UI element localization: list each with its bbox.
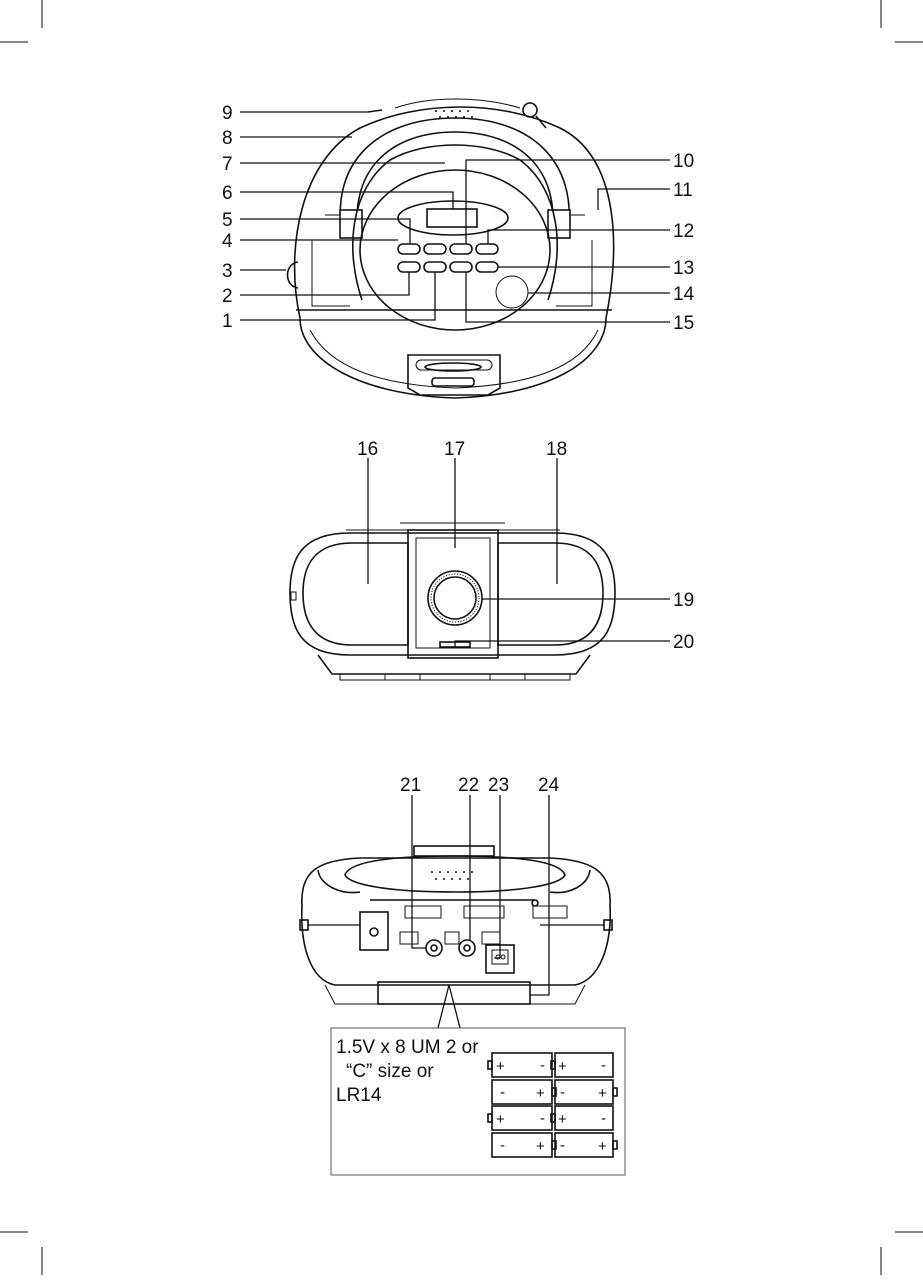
top-callout-labels: 16 17 18 19 20 <box>357 439 694 653</box>
top-view-illustration <box>289 522 616 681</box>
top-leader-lines <box>367 458 670 648</box>
callout-18: 18 <box>546 439 567 460</box>
button-row-top <box>397 243 499 255</box>
callout-1: 1 <box>222 311 233 332</box>
back-view-illustration <box>299 845 613 1005</box>
front-view-illustration <box>286 98 615 399</box>
callout-20: 20 <box>673 632 694 653</box>
callout-4: 4 <box>222 231 233 252</box>
top-grill-dots <box>435 110 473 118</box>
battery-3-minus: - <box>500 1084 505 1101</box>
battery-note-line2: “C” size or <box>346 1061 434 1082</box>
callout-6: 6 <box>222 183 233 204</box>
callout-2: 2 <box>222 286 233 307</box>
button-row-bottom <box>397 261 499 273</box>
battery-6-minus: - <box>601 1110 606 1127</box>
front-leader-lines <box>240 111 670 323</box>
battery-note-line3: LR14 <box>336 1085 382 1106</box>
callout-23: 23 <box>488 775 509 796</box>
vents <box>399 905 568 945</box>
front-callout-labels: 9 8 7 6 5 4 3 2 1 10 11 12 13 14 15 <box>222 103 695 334</box>
callout-3: 3 <box>222 261 233 282</box>
battery-4-plus: + <box>598 1085 607 1102</box>
battery-4-minus: - <box>560 1084 565 1101</box>
battery-note-line1: 1.5V x 8 UM 2 or <box>336 1037 479 1058</box>
battery-1-minus: - <box>540 1057 545 1074</box>
battery-cells: +- +- -+ -+ +- +- -+ -+ <box>487 1052 618 1158</box>
battery-7-plus: + <box>536 1138 545 1155</box>
callout-19: 19 <box>673 590 694 611</box>
battery-2-minus: - <box>601 1057 606 1074</box>
battery-info-box <box>330 1027 626 1176</box>
battery-note: 1.5V x 8 UM 2 or “C” size or LR14 <box>336 1036 496 1108</box>
callout-14: 14 <box>673 284 695 305</box>
callout-17: 17 <box>444 439 465 460</box>
callout-10: 10 <box>673 151 694 172</box>
callout-22: 22 <box>458 775 479 796</box>
back-callout-labels: 21 22 23 24 <box>400 775 560 796</box>
callout-15: 15 <box>673 313 694 334</box>
battery-8-minus: - <box>560 1137 565 1154</box>
callout-16: 16 <box>357 439 378 460</box>
battery-5-plus: + <box>496 1111 505 1128</box>
callout-9: 9 <box>222 103 233 124</box>
battery-7-minus: - <box>500 1137 505 1154</box>
back-leader-lines <box>308 795 604 1029</box>
callout-8: 8 <box>222 128 233 149</box>
battery-1-plus: + <box>496 1058 505 1075</box>
callout-24: 24 <box>538 775 560 796</box>
battery-5-minus: - <box>540 1110 545 1127</box>
battery-8-plus: + <box>598 1138 607 1155</box>
battery-3-plus: + <box>536 1085 545 1102</box>
callout-11: 11 <box>673 180 693 201</box>
back-grill-dots <box>431 871 473 880</box>
battery-6-plus: + <box>558 1111 567 1128</box>
callout-21: 21 <box>400 775 421 796</box>
callout-7: 7 <box>222 154 233 175</box>
callout-13: 13 <box>673 258 694 279</box>
battery-2-plus: + <box>558 1058 567 1075</box>
callout-12: 12 <box>673 221 694 242</box>
callout-5: 5 <box>222 210 233 231</box>
